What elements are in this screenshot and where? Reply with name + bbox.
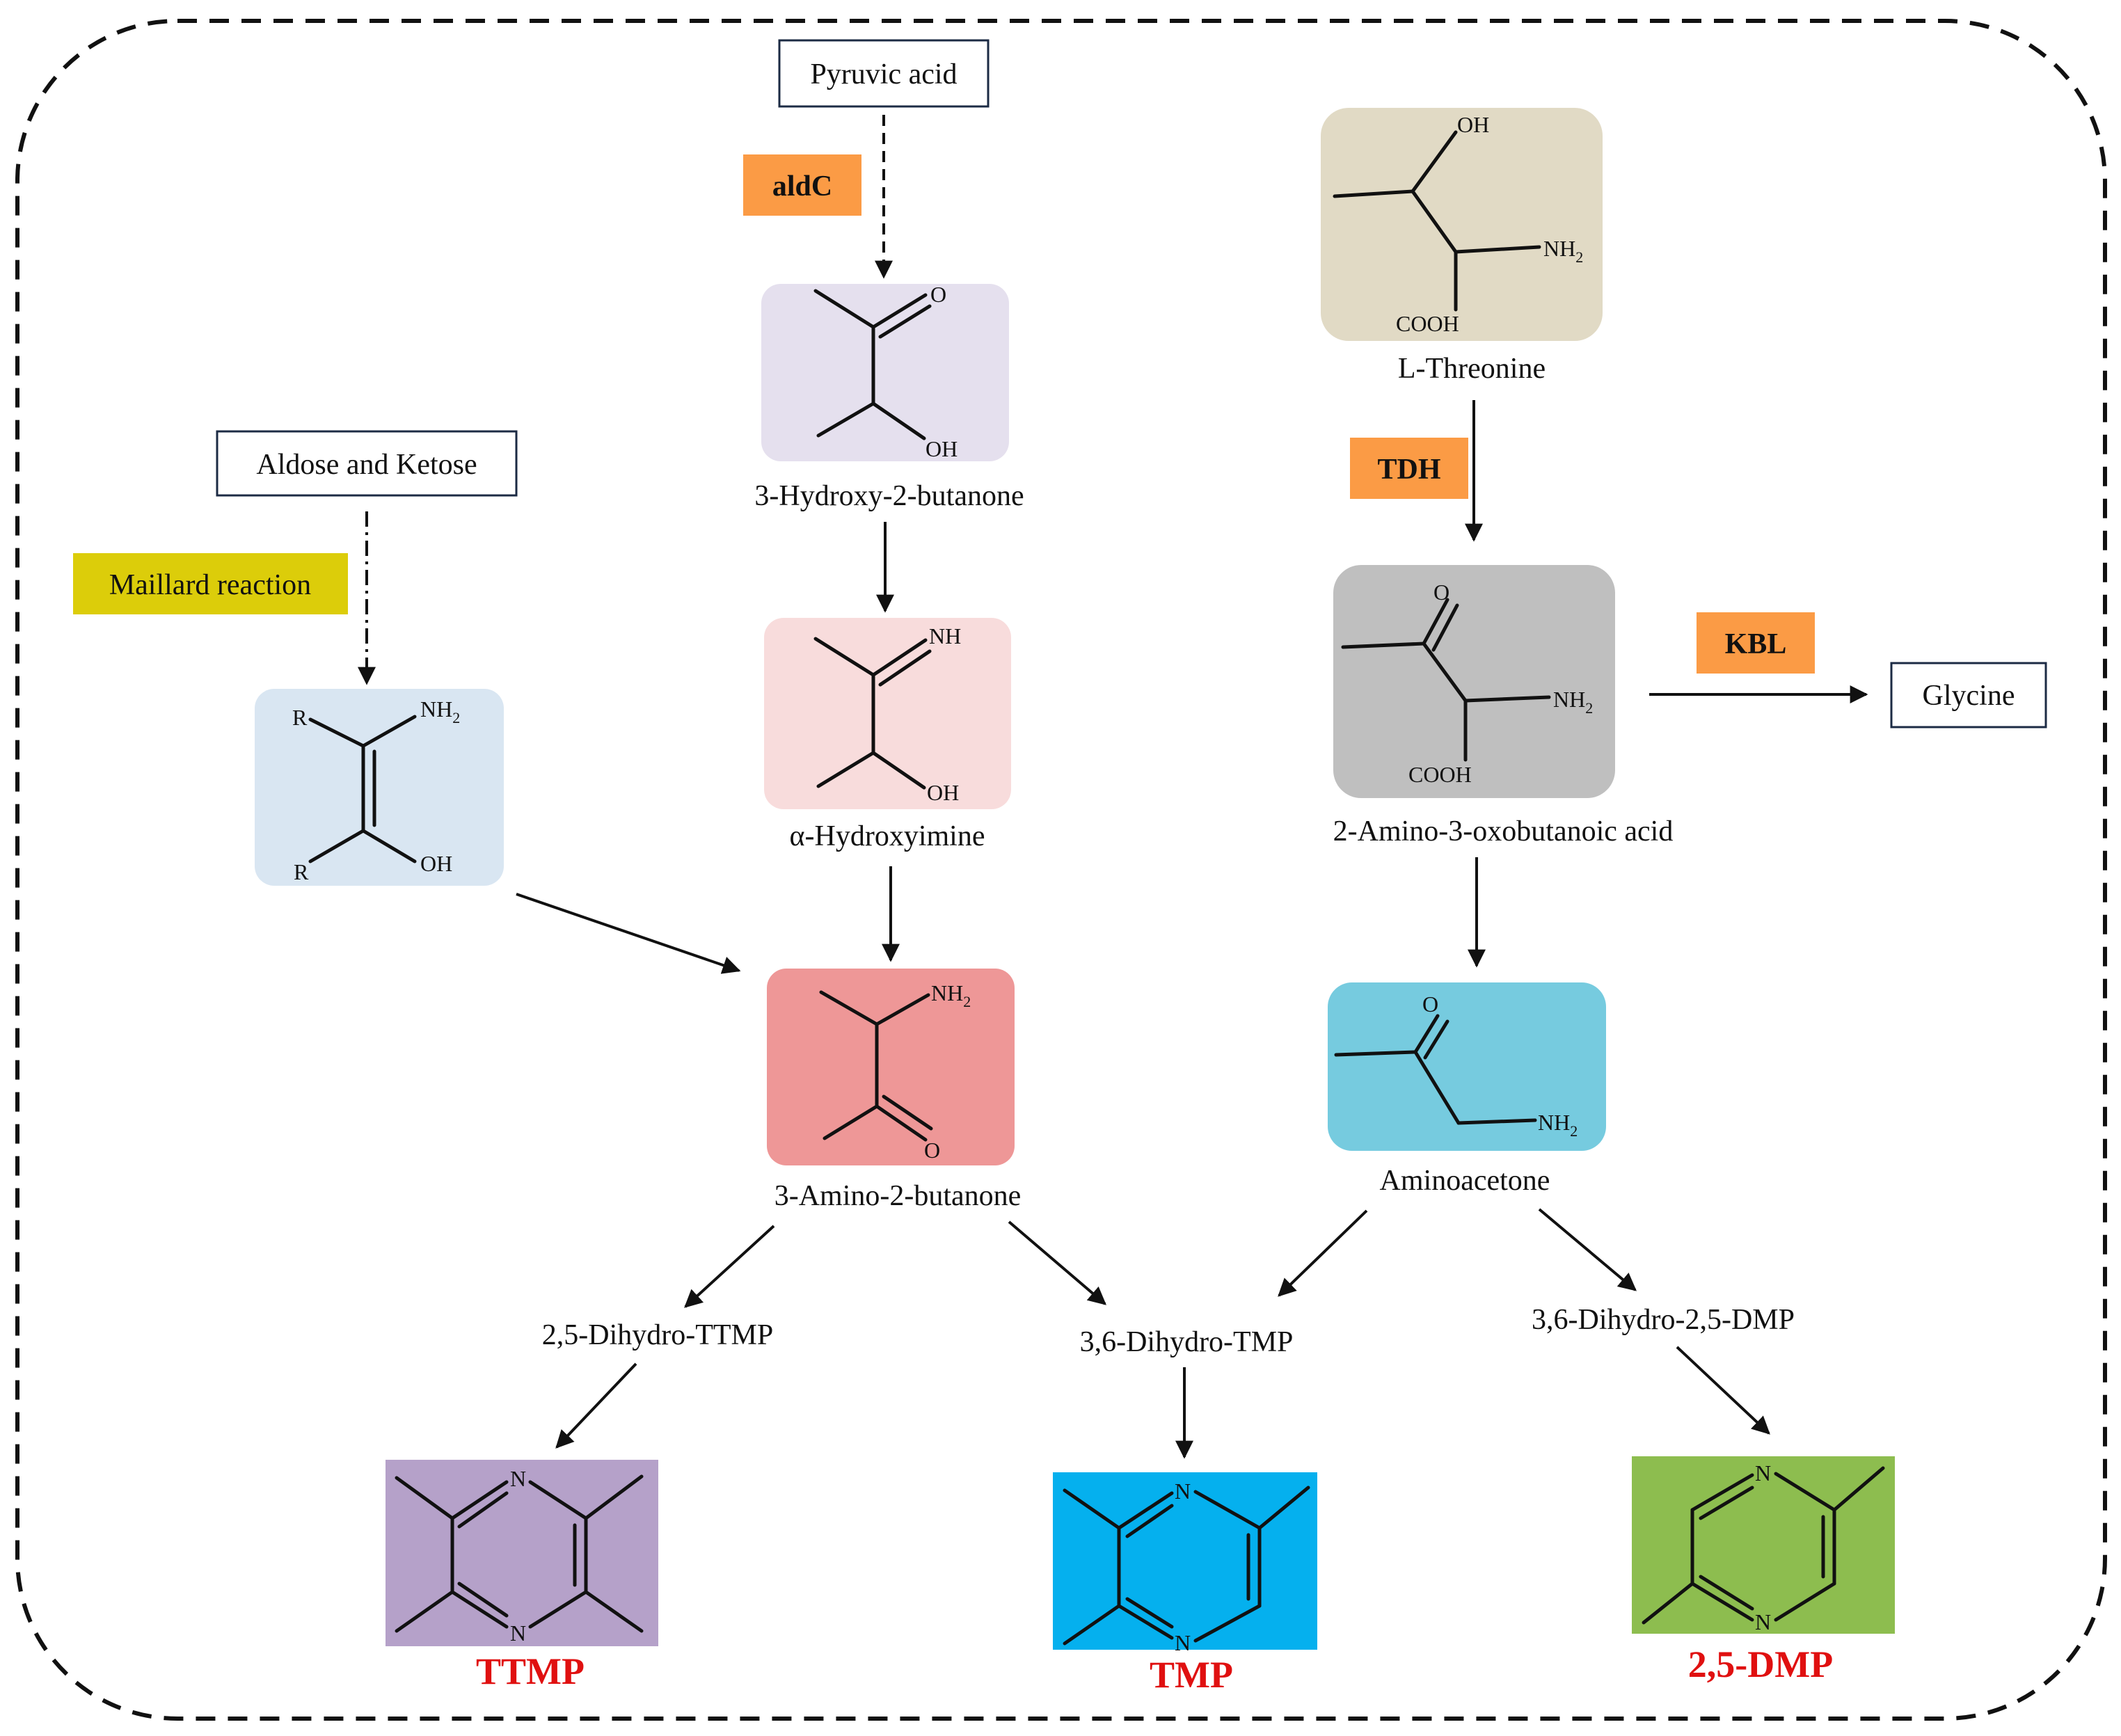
pyruvic-acid-label: Pyruvic acid bbox=[810, 58, 957, 90]
svg-text:N: N bbox=[510, 1620, 526, 1646]
threonine-structure: OH NH2 COOH bbox=[1321, 108, 1603, 341]
enzyme-tdh: TDH bbox=[1350, 438, 1468, 499]
svg-text:NH2: NH2 bbox=[1553, 687, 1593, 717]
enzyme-kbl: KBL bbox=[1697, 612, 1815, 674]
arrow-aminobutanone-to-dihydro-tmp bbox=[1008, 1220, 1106, 1305]
hydroxybutanone-label: 3-Hydroxy-2-butanone bbox=[754, 480, 1024, 512]
svg-text:COOH: COOH bbox=[1396, 311, 1459, 336]
svg-text:N: N bbox=[1175, 1630, 1191, 1655]
arrow-enaminol-to-aminobutanone bbox=[516, 893, 741, 974]
svg-text:NH: NH bbox=[929, 623, 961, 648]
svg-text:TDH: TDH bbox=[1377, 454, 1440, 486]
aminooxobutanoic-structure: O NH2 COOH bbox=[1333, 565, 1615, 798]
svg-text:OH: OH bbox=[1457, 112, 1489, 137]
svg-text:O: O bbox=[924, 1138, 940, 1163]
dmp-label: 2,5-DMP bbox=[1688, 1643, 1833, 1685]
outer-dashed-frame bbox=[15, 19, 2107, 1721]
glycine-box: Glycine bbox=[1890, 662, 2047, 728]
aldose-ketose-label: Aldose and Ketose bbox=[256, 449, 477, 481]
svg-text:O: O bbox=[930, 282, 946, 307]
svg-text:OH: OH bbox=[420, 851, 452, 876]
tmp-label: TMP bbox=[1150, 1654, 1233, 1696]
arrow-dihydro-dmp-to-dmp bbox=[1676, 1346, 1770, 1435]
glycine-label: Glycine bbox=[1923, 680, 2015, 712]
arrows bbox=[358, 115, 1868, 1459]
pyruvic-acid-box: Pyruvic acid bbox=[778, 39, 990, 108]
svg-text:NH2: NH2 bbox=[1538, 1110, 1578, 1140]
aminoacetone-structure: O NH2 bbox=[1328, 982, 1606, 1151]
svg-text:N: N bbox=[1175, 1479, 1191, 1504]
arrow-aminoacetone-to-dihydro-tmp bbox=[1278, 1209, 1368, 1297]
hydroxyimine-structure: NH OH bbox=[764, 618, 1011, 809]
hydroxyimine-label: α-Hydroxyimine bbox=[790, 820, 985, 852]
svg-text:N: N bbox=[510, 1466, 526, 1491]
aminobutanone-label: 3-Amino-2-butanone bbox=[774, 1180, 1022, 1212]
svg-text:R: R bbox=[294, 859, 309, 884]
svg-text:OH: OH bbox=[927, 780, 959, 805]
threonine-label: L-Threonine bbox=[1398, 353, 1546, 385]
svg-text:Maillard reaction: Maillard reaction bbox=[109, 569, 311, 601]
aminoacetone-label: Aminoacetone bbox=[1380, 1165, 1550, 1197]
aminooxobutanoic-label: 2-Amino-3-oxobutanoic acid bbox=[1333, 815, 1674, 847]
dihydro-tmp-label: 3,6-Dihydro-TMP bbox=[1080, 1326, 1294, 1358]
aminobutanone-structure: NH2 O bbox=[767, 969, 1015, 1165]
svg-text:NH2: NH2 bbox=[420, 696, 460, 726]
arrow-dihydro-ttmp-to-ttmp bbox=[555, 1362, 637, 1449]
svg-text:COOH: COOH bbox=[1408, 762, 1472, 787]
tmp-structure: N N bbox=[1053, 1472, 1317, 1655]
enaminol-structure: R NH2 R OH bbox=[255, 689, 504, 886]
svg-text:NH2: NH2 bbox=[931, 980, 971, 1010]
svg-text:aldC: aldC bbox=[772, 170, 832, 202]
dihydro-dmp-label: 3,6-Dihydro-2,5-DMP bbox=[1532, 1304, 1795, 1336]
svg-text:O: O bbox=[1433, 580, 1449, 605]
maillard-reaction-label: Maillard reaction bbox=[73, 553, 348, 614]
aldose-ketose-box: Aldose and Ketose bbox=[216, 430, 518, 497]
svg-text:N: N bbox=[1755, 1460, 1771, 1486]
svg-text:O: O bbox=[1422, 992, 1438, 1017]
ttmp-structure: N N bbox=[386, 1460, 658, 1646]
svg-text:N: N bbox=[1755, 1609, 1771, 1634]
svg-text:OH: OH bbox=[926, 436, 958, 461]
svg-text:KBL: KBL bbox=[1725, 628, 1787, 660]
enzyme-aldc: aldC bbox=[743, 154, 861, 216]
svg-text:R: R bbox=[292, 705, 308, 730]
dmp-structure: N N bbox=[1632, 1456, 1895, 1634]
arrow-aminoacetone-to-dihydro-dmp bbox=[1538, 1208, 1637, 1291]
svg-text:NH2: NH2 bbox=[1543, 236, 1583, 266]
dihydro-ttmp-label: 2,5-Dihydro-TTMP bbox=[542, 1319, 773, 1351]
arrow-aminobutanone-to-dihydro-ttmp bbox=[684, 1225, 775, 1308]
hydroxybutanone-structure: O OH bbox=[761, 282, 1009, 461]
ttmp-label: TTMP bbox=[476, 1650, 585, 1692]
